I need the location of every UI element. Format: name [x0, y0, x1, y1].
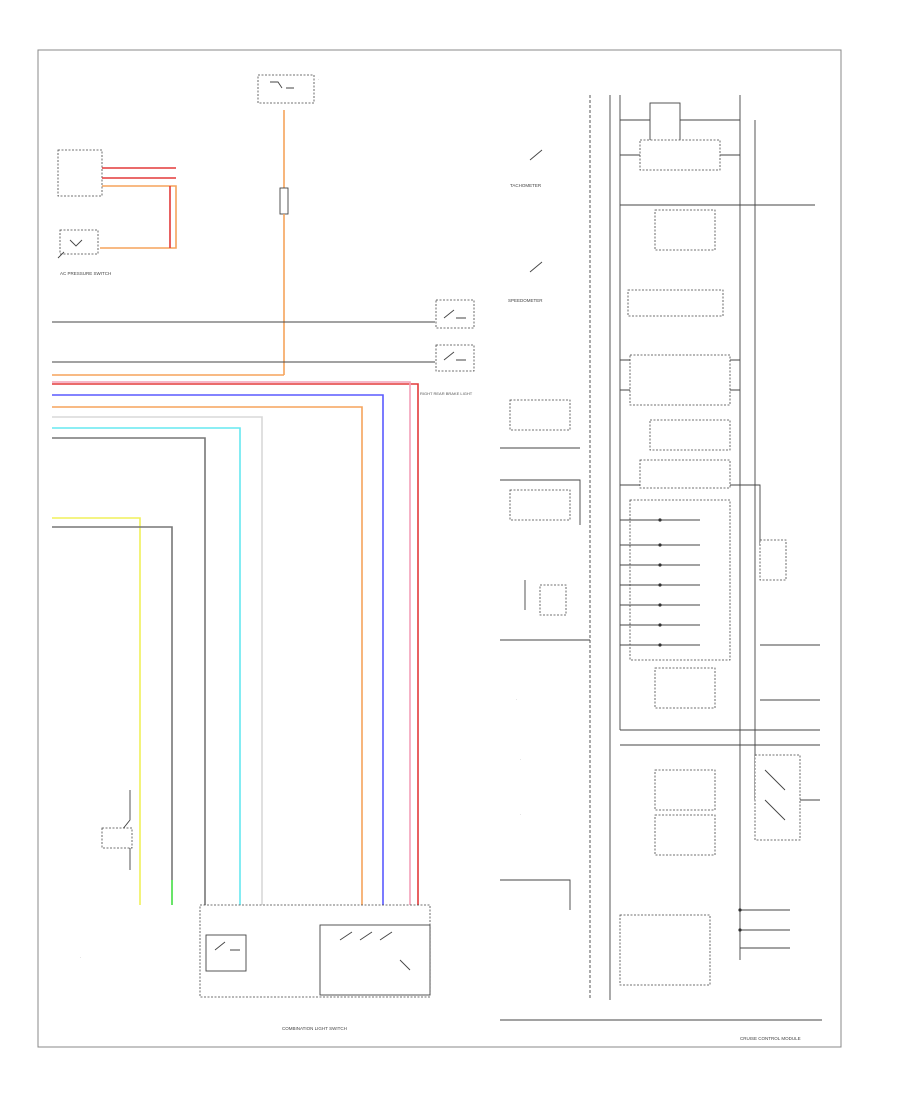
diagram-frame: [37, 49, 842, 1048]
wire-gray-h: [52, 416, 263, 905]
svg-text:.: .: [520, 756, 521, 761]
wire-orange-loop: [100, 185, 177, 249]
tachometer-label: TACHOMETER: [510, 183, 542, 188]
bottom-right-relay: [738, 754, 820, 949]
wire-cyan-h: [52, 427, 241, 905]
module-stack: [619, 102, 731, 986]
right-small-box: [759, 539, 787, 581]
right-area-left-blocks: . . .: [500, 399, 590, 910]
combination-light-switch: COMBINATION LIGHT SWITCH: [199, 904, 431, 1031]
left-switch: [101, 790, 133, 870]
module-switch-rows: [620, 518, 700, 647]
svg-text:.: .: [80, 954, 81, 959]
ac-pressure-switch-label: AC PRESSURE SWITCH: [60, 271, 111, 276]
left-bottom-note: .: [80, 954, 81, 959]
fuse-block-top: .: [257, 74, 319, 104]
wire-gray-h2: [52, 437, 206, 905]
wire-red-h: [52, 383, 419, 905]
combination-light-switch-label: COMBINATION LIGHT SWITCH: [282, 1026, 347, 1031]
speedometer-label: SPEEDOMETER: [508, 298, 543, 303]
wire-pink-h: [52, 381, 411, 905]
wire-orange-h2: [52, 406, 363, 905]
relay-block-left: AC PRESSURE SWITCH: [57, 149, 111, 276]
cruise-control-module-label: CRUISE CONTROL MODULE: [740, 1036, 801, 1041]
svg-text:.: .: [516, 696, 517, 701]
svg-text:.: .: [318, 76, 319, 81]
right-rear-brake-light-label: RIGHT REAR BRAKE LIGHT: [420, 391, 473, 396]
wire-blue-h: [52, 394, 384, 905]
svg-text:.: .: [520, 811, 521, 816]
wire-yellow-v: [52, 517, 141, 905]
wire-gray-v: [52, 526, 173, 880]
switch-right-upper: [435, 299, 475, 372]
